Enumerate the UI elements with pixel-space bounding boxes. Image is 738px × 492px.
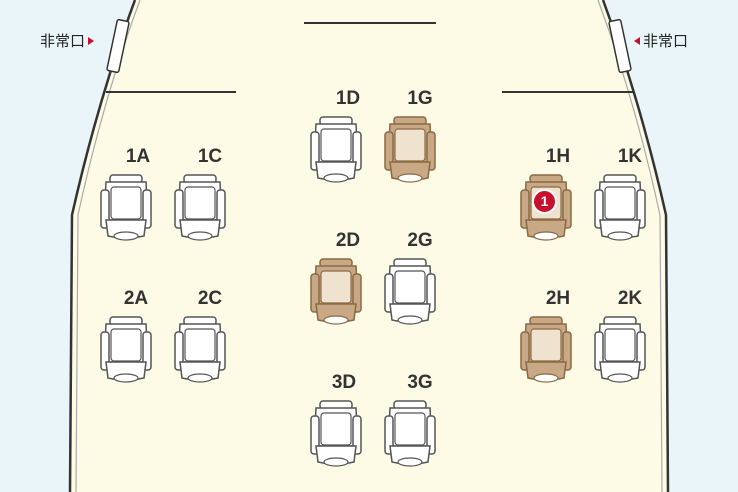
seat-label-1a: 1A <box>125 146 151 167</box>
seat-label-3d: 3D <box>331 372 357 393</box>
seat-icon <box>384 116 436 183</box>
seat-label-1k: 1K <box>617 146 643 167</box>
exit-arrow-icon <box>88 36 95 45</box>
seat-2h[interactable] <box>520 316 572 386</box>
seat-1g[interactable] <box>384 116 436 186</box>
seat-label-2k: 2K <box>617 288 643 309</box>
seat-label-2a: 2A <box>123 288 149 309</box>
seat-2g[interactable] <box>384 258 436 328</box>
exit-arrow-icon <box>634 36 640 45</box>
seat-label-1c: 1C <box>197 146 223 167</box>
seat-label-1g: 1G <box>407 88 433 109</box>
seat-2d[interactable] <box>310 258 362 328</box>
seat-3d[interactable] <box>310 400 362 470</box>
seat-label-2g: 2G <box>407 230 433 251</box>
emergency-exit-right: 非常口 <box>634 30 688 51</box>
seat-label-2c: 2C <box>197 288 223 309</box>
seat-icon <box>310 258 362 325</box>
emergency-exit-left: 非常口 <box>40 30 95 51</box>
seat-3g[interactable] <box>384 400 436 470</box>
seat-icon <box>384 400 436 467</box>
seat-2k[interactable] <box>594 316 646 386</box>
seat-icon <box>384 258 436 325</box>
seat-2a[interactable] <box>100 316 152 386</box>
seat-icon <box>310 116 362 183</box>
seat-2c[interactable] <box>174 316 226 386</box>
hull-right-inner <box>597 0 663 492</box>
seat-label-2d: 2D <box>335 230 361 251</box>
seat-icon <box>594 174 646 241</box>
emergency-exit-right-label: 非常口 <box>643 32 689 50</box>
seat-label-2h: 2H <box>545 288 571 309</box>
seat-1d[interactable] <box>310 116 362 186</box>
seat-1a[interactable] <box>100 174 152 244</box>
seat-icon <box>310 400 362 467</box>
seat-label-1h: 1H <box>545 146 571 167</box>
seat-icon <box>520 316 572 383</box>
exit-door-right <box>608 18 632 74</box>
hull-left-inner <box>75 0 141 492</box>
selected-seat-badge: 1 <box>532 189 557 214</box>
seat-icon <box>594 316 646 383</box>
seat-1h[interactable]: 1 <box>520 174 572 244</box>
seat-icon <box>100 316 152 383</box>
seat-icon <box>174 174 226 241</box>
seat-1c[interactable] <box>174 174 226 244</box>
seat-1k[interactable] <box>594 174 646 244</box>
seat-icon <box>100 174 152 241</box>
emergency-exit-left-label: 非常口 <box>40 32 86 50</box>
seat-label-1d: 1D <box>335 88 361 109</box>
exit-door-left <box>106 18 130 74</box>
seat-label-3g: 3G <box>407 372 433 393</box>
seat-icon <box>174 316 226 383</box>
